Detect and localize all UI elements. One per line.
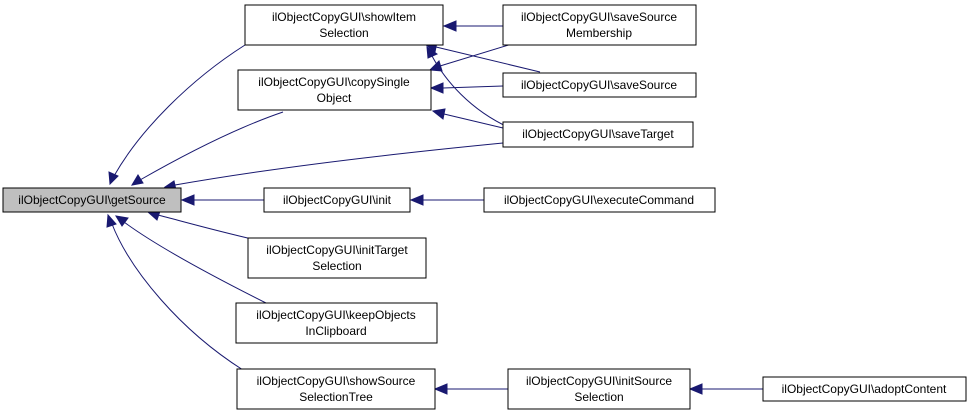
node-savesourcemembership[interactable]: ilObjectCopyGUI\saveSource Membership	[502, 4, 697, 46]
node-executecommand[interactable]: ilObjectCopyGUI\executeCommand	[483, 187, 716, 213]
node-showitemselection-label-line2: Selection	[319, 26, 368, 40]
node-showsourceselectiontree-label-line2: SelectionTree	[299, 390, 373, 404]
node-keepobjectsinclipboard-label-line2: InClipboard	[305, 324, 366, 338]
node-savesource-label: ilObjectCopyGUI\saveSource	[521, 78, 677, 92]
edge-arrowhead	[106, 213, 117, 228]
edge-savetarget-to-copysingleobject	[443, 113, 504, 129]
node-savesourcemembership-label-line1: ilObjectCopyGUI\saveSource	[521, 10, 677, 24]
edge-savetarget-to-getsource	[174, 142, 504, 186]
node-inittargetselection[interactable]: ilObjectCopyGUI\initTarget Selection	[247, 237, 427, 279]
node-executecommand-label: ilObjectCopyGUI\executeCommand	[504, 193, 694, 207]
edges	[106, 20, 763, 395]
edge-arrowhead	[433, 383, 448, 395]
edge-showitemselection-to-getsource	[113, 44, 246, 177]
edge-arrowhead	[131, 174, 144, 186]
edge-savesource-to-copysingleobject	[442, 85, 504, 89]
node-initsourceselection[interactable]: ilObjectCopyGUI\initSource Selection	[507, 368, 691, 410]
edge-savesource-to-showitemselection	[435, 46, 541, 73]
node-adoptcontent[interactable]: ilObjectCopyGUI\adoptContent	[762, 376, 967, 402]
node-showitemselection[interactable]: ilObjectCopyGUI\showItem Selection	[244, 4, 444, 46]
edge-arrowhead	[442, 20, 457, 32]
edge-arrowhead	[180, 194, 195, 206]
edge-arrowhead	[108, 171, 119, 186]
edge-arrowhead	[115, 215, 129, 227]
node-copysingleobject-label-line2: Object	[317, 91, 352, 105]
edge-arrowhead	[431, 108, 446, 120]
node-adoptcontent-label: ilObjectCopyGUI\adoptContent	[782, 382, 947, 396]
edge-arrowhead	[409, 194, 424, 206]
edge-arrowhead	[428, 60, 443, 72]
edge-savesourcemembership-to-copysingleobject	[439, 42, 516, 67]
node-savesource[interactable]: ilObjectCopyGUI\saveSource	[502, 72, 697, 98]
node-inittargetselection-label-line2: Selection	[312, 259, 361, 273]
node-getsource[interactable]: ilObjectCopyGUI\getSource	[2, 187, 182, 213]
node-init-label: ilObjectCopyGUI\init	[283, 193, 392, 207]
edge-arrowhead	[429, 82, 444, 94]
node-keepobjectsinclipboard[interactable]: ilObjectCopyGUI\keepObjects InClipboard	[235, 302, 438, 344]
node-copysingleobject-label-line1: ilObjectCopyGUI\copySingle	[258, 75, 410, 89]
node-initsourceselection-label-line1: ilObjectCopyGUI\initSource	[526, 374, 672, 388]
node-copysingleobject[interactable]: ilObjectCopyGUI\copySingle Object	[237, 69, 432, 111]
node-savetarget-label: ilObjectCopyGUI\saveTarget	[522, 127, 674, 141]
node-savetarget[interactable]: ilObjectCopyGUI\saveTarget	[502, 121, 694, 148]
edge-keepobjects-to-getsource	[123, 221, 271, 306]
node-showsourceselectiontree-label-line1: ilObjectCopyGUI\showSource	[257, 374, 416, 388]
edge-arrowhead	[426, 45, 439, 59]
node-inittargetselection-label-line1: ilObjectCopyGUI\initTarget	[266, 243, 408, 257]
node-keepobjectsinclipboard-label-line1: ilObjectCopyGUI\keepObjects	[256, 308, 415, 322]
node-init[interactable]: ilObjectCopyGUI\init	[263, 187, 411, 213]
edge-showsourcetree-to-getsource	[111, 223, 244, 371]
node-savesourcemembership-label-line2: Membership	[566, 26, 632, 40]
node-getsource-label: ilObjectCopyGUI\getSource	[18, 193, 166, 207]
node-initsourceselection-label-line2: Selection	[574, 390, 623, 404]
node-showitemselection-label-line1: ilObjectCopyGUI\showItem	[272, 10, 416, 24]
nodes: ilObjectCopyGUI\getSource ilObjectCopyGU…	[2, 4, 967, 410]
node-showsourceselectiontree[interactable]: ilObjectCopyGUI\showSource SelectionTree	[236, 368, 436, 410]
edge-copysingleobject-to-getsource	[139, 111, 284, 181]
edge-arrowhead	[688, 383, 703, 395]
